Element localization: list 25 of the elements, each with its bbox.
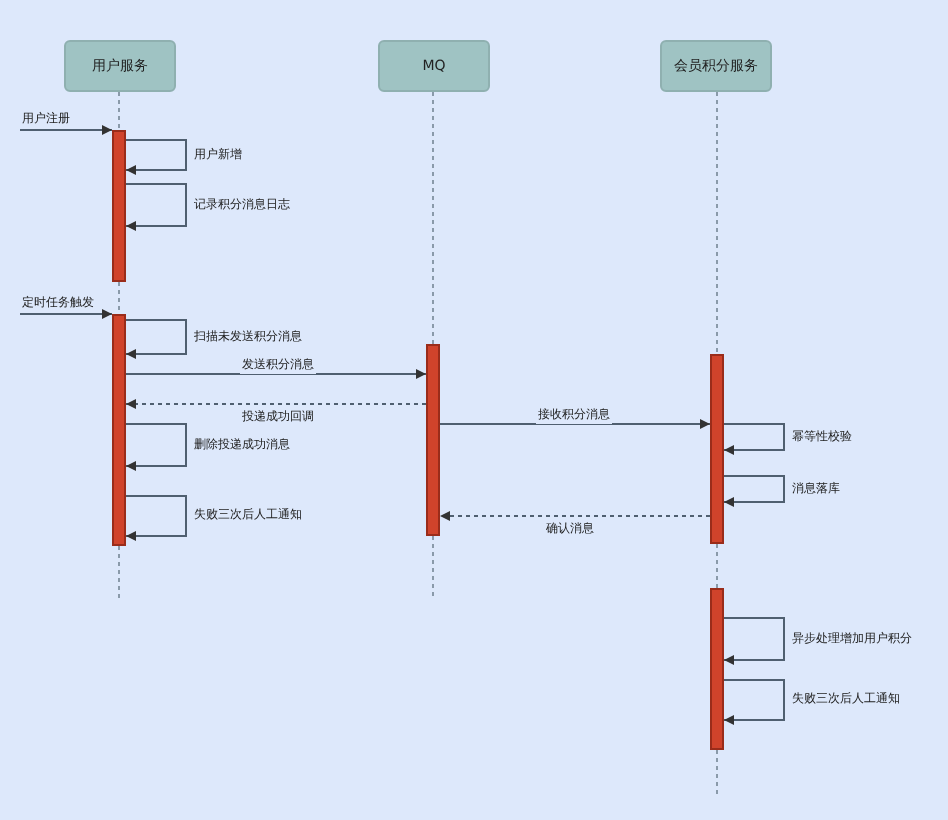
self-message-arrow xyxy=(723,617,785,665)
activation-bar xyxy=(112,314,126,546)
self-message-arrow xyxy=(125,183,187,231)
message-arrow xyxy=(439,419,711,429)
activation-bar xyxy=(710,588,724,750)
message-arrow xyxy=(19,125,113,135)
activation-bar xyxy=(710,354,724,544)
self-message-arrow xyxy=(723,475,785,507)
message-arrow xyxy=(19,309,113,319)
message-arrow xyxy=(125,369,427,379)
self-message-arrow xyxy=(125,495,187,541)
self-message-arrow xyxy=(125,139,187,175)
self-message-arrow xyxy=(125,423,187,471)
lifeline xyxy=(716,543,718,589)
lifeline xyxy=(716,91,718,355)
activation-bar xyxy=(112,130,126,282)
lifeline xyxy=(118,91,120,131)
self-message-arrow xyxy=(723,423,785,455)
lifeline xyxy=(432,91,434,345)
lifeline xyxy=(118,281,120,315)
return-arrow xyxy=(125,399,427,409)
self-message-arrow xyxy=(125,319,187,359)
return-arrow xyxy=(439,511,711,521)
activation-bar xyxy=(426,344,440,536)
self-message-arrow xyxy=(723,679,785,725)
